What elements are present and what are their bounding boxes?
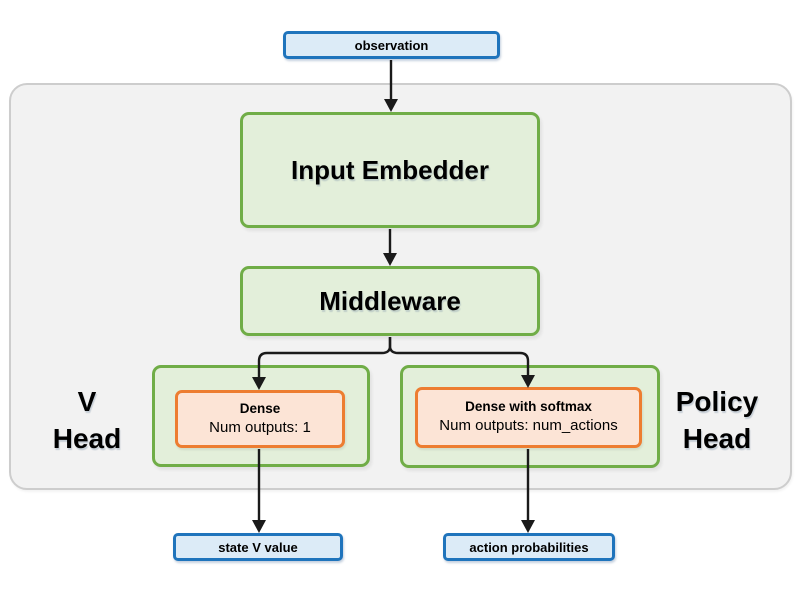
v-dense-subtitle: Num outputs: 1 [209,418,311,436]
policy-head-dense-node: Dense with softmax Num outputs: num_acti… [415,387,642,448]
policy-dense-title: Dense with softmax [465,399,592,415]
middleware-node: Middleware [240,266,540,336]
state-value-output-node: state V value [173,533,343,561]
middleware-label: Middleware [319,285,461,316]
arrowhead-actionprob [521,520,535,533]
state-value-label: state V value [218,539,298,555]
input-embedder-label: Input Embedder [291,154,489,185]
v-head-label-line1: V [77,386,97,417]
observation-node: observation [283,31,500,59]
v-head-label: V Head [27,383,147,457]
action-probabilities-label: action probabilities [469,539,589,555]
v-head-label-line2: Head [52,423,122,454]
v-dense-title: Dense [239,400,281,416]
input-embedder-node: Input Embedder [240,112,540,228]
policy-head-label-line1: Policy [675,386,759,417]
arrowhead-statevalue [252,520,266,533]
observation-label: observation [354,37,429,53]
action-probabilities-output-node: action probabilities [443,533,615,561]
policy-head-label: Policy Head [657,383,777,457]
v-head-dense-node: Dense Num outputs: 1 [175,390,345,448]
policy-dense-subtitle: Num outputs: num_actions [439,417,618,435]
policy-head-label-line2: Head [682,423,752,454]
